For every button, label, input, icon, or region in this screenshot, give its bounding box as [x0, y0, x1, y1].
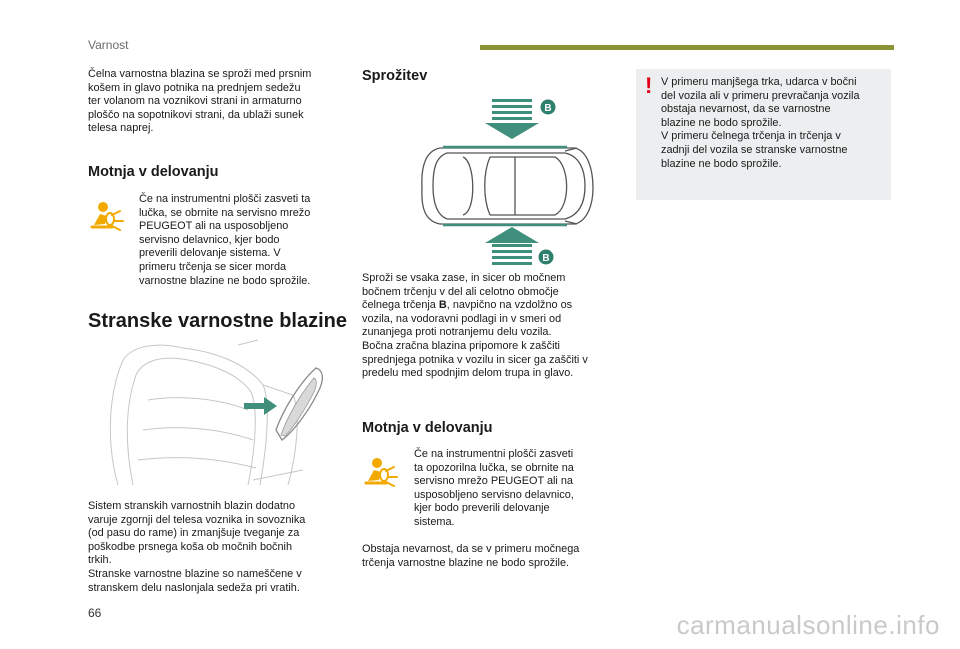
operation-text-middle: Če na instrumentni plošči zasveti ta opo…: [414, 448, 574, 528]
intro-paragraph: Čelna varnostna blazina se sproži med pr…: [88, 68, 312, 135]
airbag-warning-lamp-icon: [90, 202, 124, 231]
operation-heading-left: Motnja v delovanju: [88, 164, 219, 180]
side-airbags-heading: Stranske varnostne blazine: [88, 310, 347, 332]
impact-arrow-icon: [244, 397, 277, 415]
warning-text: V primeru manjšega trka, udarca v bočni …: [661, 76, 860, 170]
section-title: Varnost: [88, 38, 129, 52]
operation-text-left: Če na instrumentni plošči zasveti ta luč…: [139, 193, 311, 287]
trigger-text-part-2: , navpično na vzdolžno os vozila, na vod…: [362, 299, 588, 380]
watermark: carmanualsonline.info: [676, 610, 940, 640]
trigger-paragraph: Sproži se vsaka zase, in sicer ob močnem…: [362, 272, 632, 381]
trigger-heading: Sprožitev: [362, 68, 428, 84]
trigger-text-bold: B: [438, 299, 447, 312]
airbag-warning-lamp-icon: [364, 458, 398, 487]
seat-side-airbag-illustration: [109, 339, 323, 486]
warning-exclamation-icon: !: [645, 73, 653, 98]
side-airbags-text: Sistem stranskih varnostnih blazin dodat…: [88, 500, 306, 594]
header-rule: [480, 45, 894, 50]
note-paragraph: Obstaja nevarnost, da se v primeru močne…: [362, 543, 580, 569]
operation-heading-middle: Motnja v delovanju: [362, 420, 493, 436]
zone-label-top: B: [544, 103, 551, 114]
car-top-view-diagram: B B: [421, 99, 594, 265]
trigger-text-part-1: Sproži se vsaka zase, in sicer ob močnem…: [362, 272, 566, 312]
warning-box: [636, 69, 891, 200]
zone-label-bottom: B: [542, 253, 549, 264]
page-number: 66: [88, 606, 102, 620]
